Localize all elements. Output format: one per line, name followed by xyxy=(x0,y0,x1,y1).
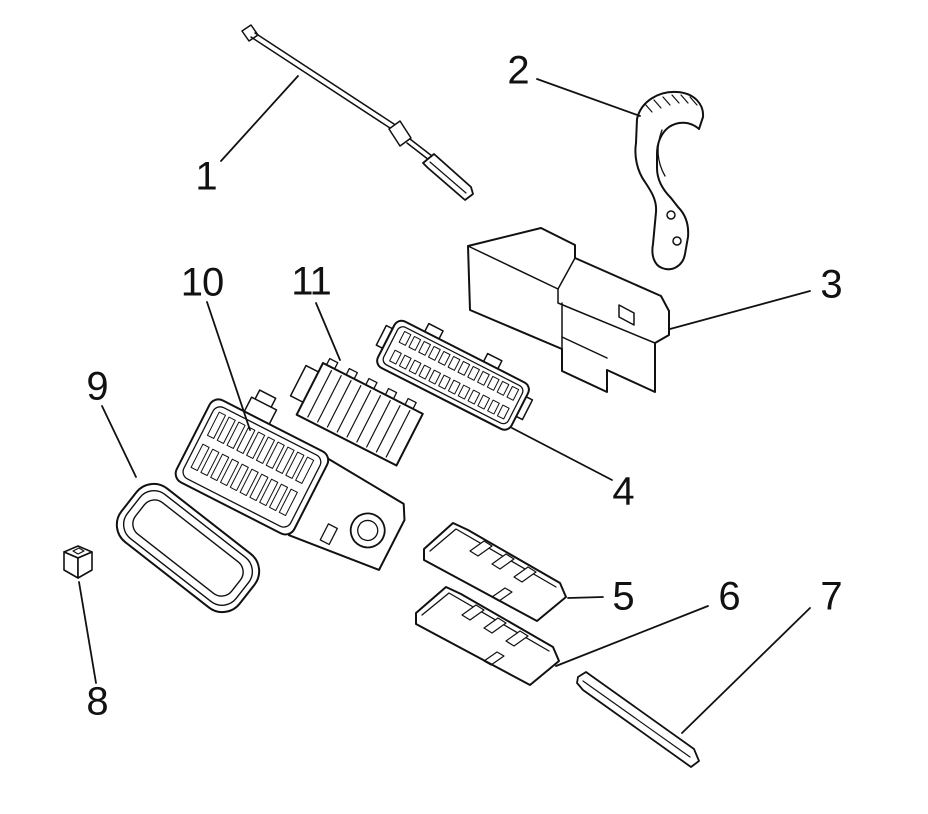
part-terminal-retainer xyxy=(289,357,424,467)
part-connector-housing xyxy=(174,389,406,571)
leader-line-7 xyxy=(681,607,811,734)
leader-line-5 xyxy=(567,596,604,599)
callout-label-7: 7 xyxy=(820,574,842,619)
callout-label-5: 5 xyxy=(612,574,634,619)
leader-line-3 xyxy=(669,290,811,330)
leader-line-2 xyxy=(536,78,641,117)
callout-label-11: 11 xyxy=(291,259,332,304)
leader-line-8 xyxy=(78,581,97,684)
callout-label-9: 9 xyxy=(86,364,108,409)
leader-line-11 xyxy=(315,302,341,361)
leader-line-10 xyxy=(206,301,251,431)
callout-label-8: 8 xyxy=(86,679,108,724)
callout-label-2: 2 xyxy=(507,48,529,93)
callout-label-4: 4 xyxy=(612,469,634,514)
part-lead-wire xyxy=(241,24,474,201)
leader-line-6 xyxy=(555,605,709,667)
part-retaining-clip xyxy=(634,90,705,271)
leader-line-9 xyxy=(101,405,137,478)
part-connector-cover xyxy=(467,227,670,393)
part-lock-pin xyxy=(576,671,700,768)
leader-lines xyxy=(78,75,811,734)
part-cap-nut xyxy=(63,545,93,579)
part-seal-gasket xyxy=(115,482,261,614)
callout-label-3: 3 xyxy=(820,262,842,307)
callout-label-10: 10 xyxy=(180,260,224,305)
part-secondary-lock-lower xyxy=(415,586,560,686)
leader-line-1 xyxy=(220,75,299,162)
callout-label-6: 6 xyxy=(718,574,740,619)
part-secondary-lock-upper xyxy=(423,522,567,622)
leader-line-4 xyxy=(511,427,613,481)
callout-label-1: 1 xyxy=(195,154,217,199)
part-terminal-connector xyxy=(375,319,534,431)
